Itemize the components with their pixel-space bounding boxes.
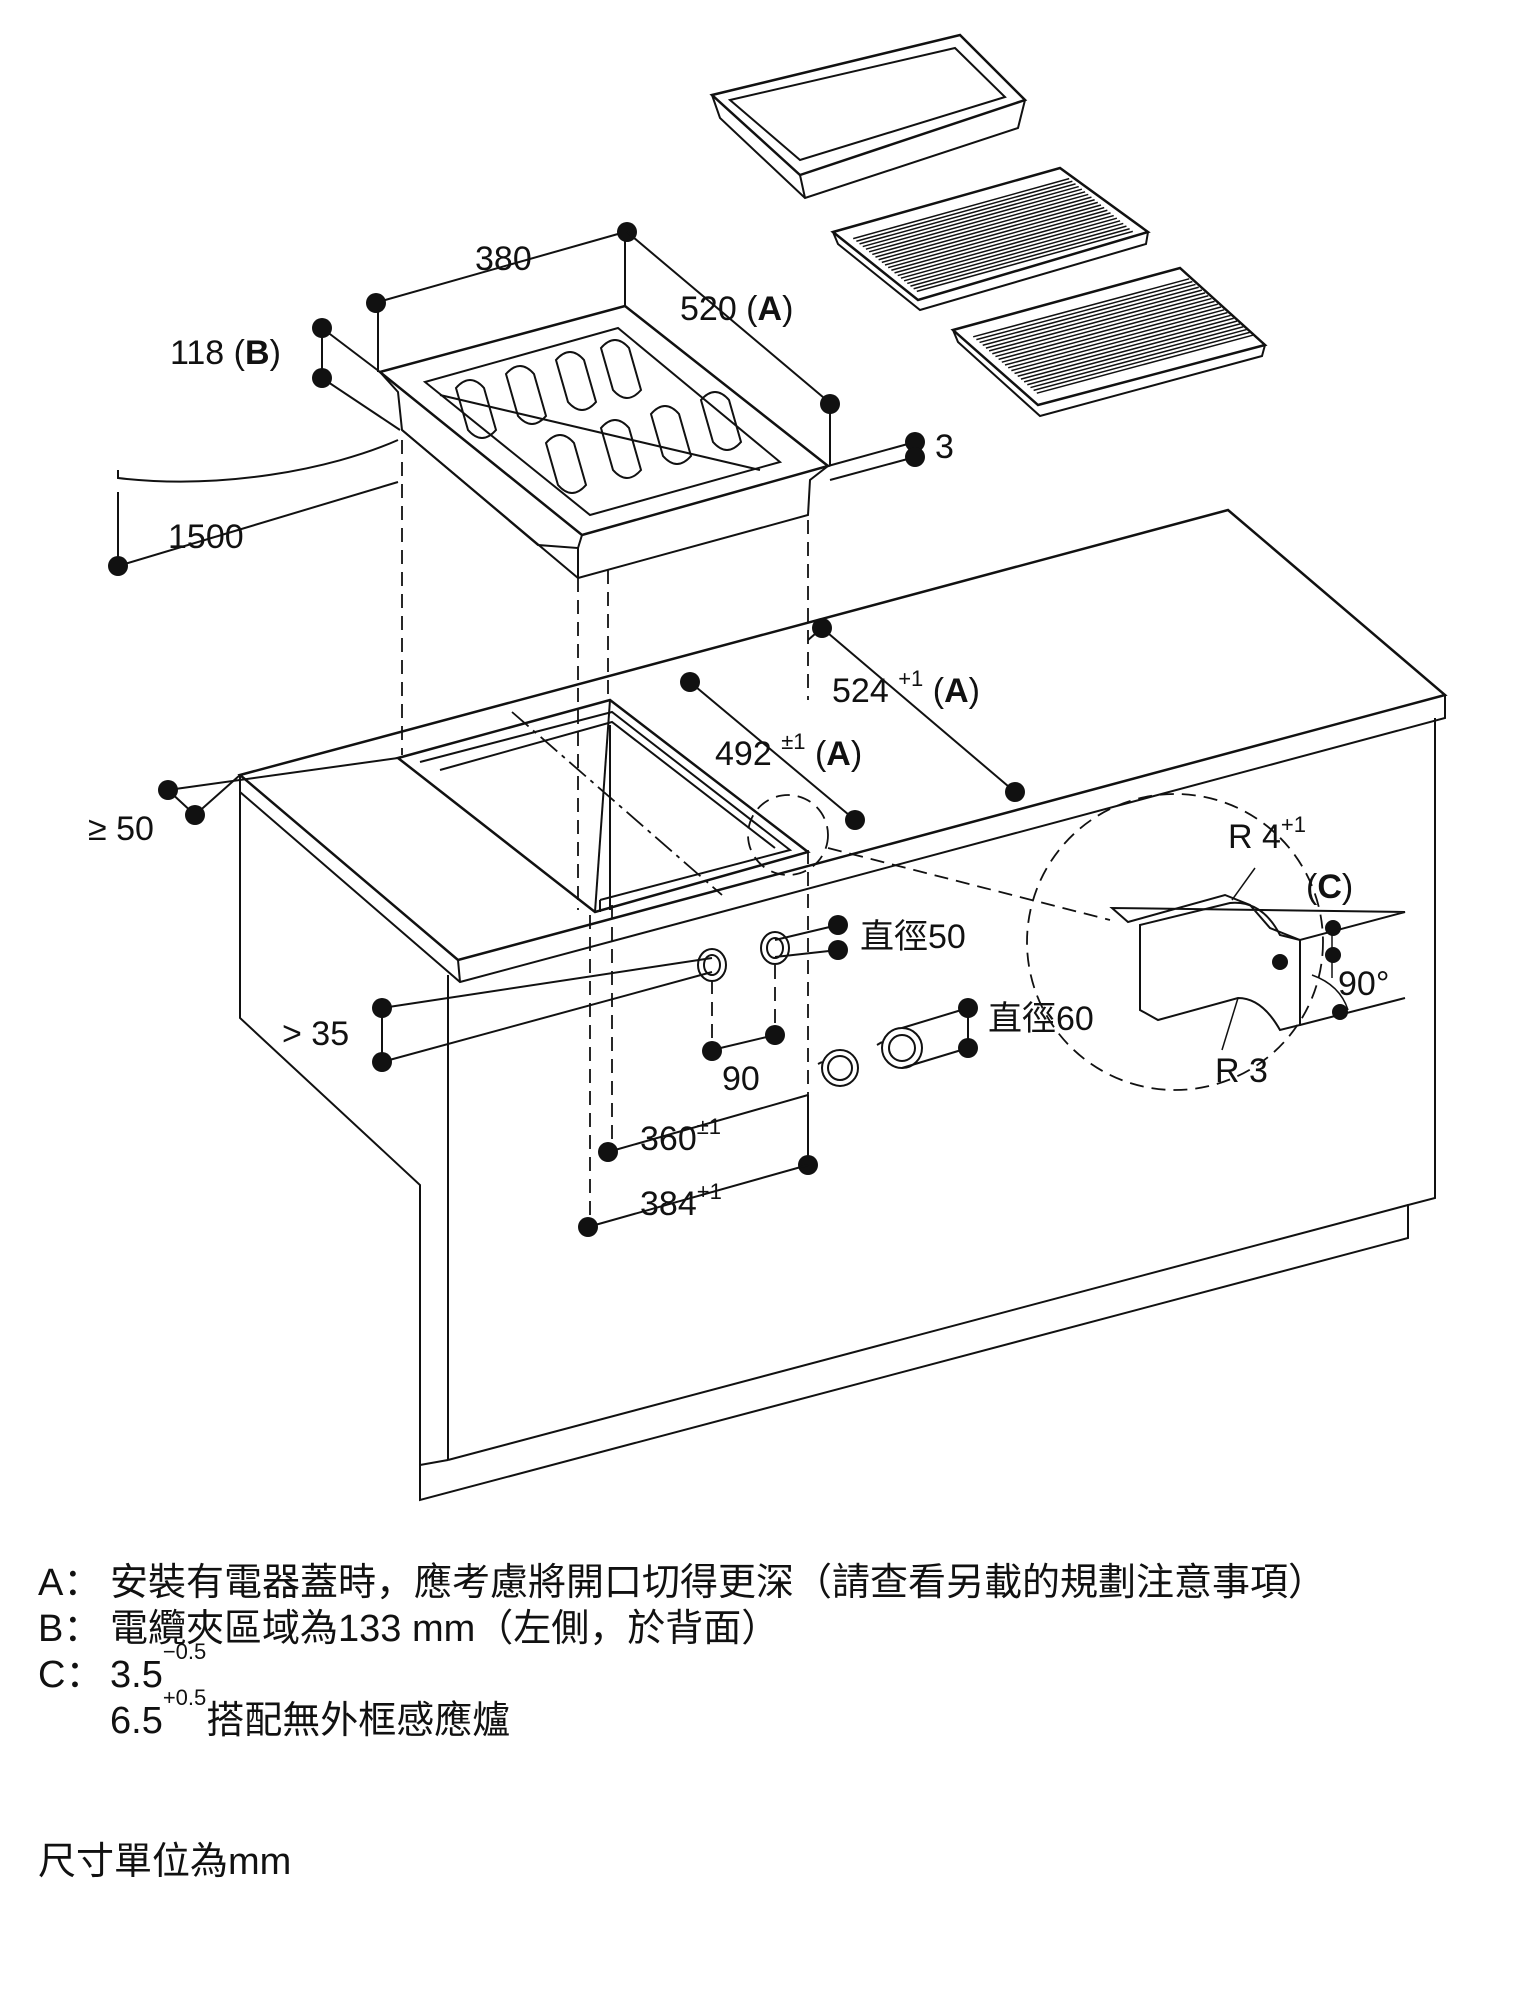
dim-524: 524 +1 (A): [832, 666, 980, 710]
note-a-key: A：: [38, 1562, 102, 1604]
dim-min-35: > 35: [282, 1015, 349, 1053]
dim-380: 380: [475, 240, 532, 278]
grill-plate-1: [830, 166, 1151, 312]
grill-plate-2: [950, 266, 1268, 418]
detail-c-label: (C): [1306, 868, 1353, 906]
dim-360: 360±1: [640, 1114, 721, 1158]
dim-520: 520 (A): [680, 290, 793, 328]
projection-lines: [401, 440, 1111, 1230]
edge-detail: [1026, 793, 1406, 1091]
note-c-tol-2: +0.5: [162, 1685, 207, 1710]
unit-note: 尺寸單位為mm: [38, 1841, 292, 1883]
note-a: A： 安裝有電器蓋時，應考慮將開口切得更深（請查看另載的規劃注意事項）: [38, 1560, 1498, 1606]
dim-384: 384+1: [640, 1179, 722, 1223]
installation-diagram: 380 520 (A) 118 (B) 3 1500 524 +1 (A) 49…: [88, 33, 1448, 1502]
note-c: C： 3.5−0.5: [38, 1639, 1498, 1698]
dimension-lines: [108, 222, 1348, 1237]
note-c-text-2: 搭配無外框感應爐: [206, 1700, 511, 1742]
note-c-key: C：: [38, 1654, 104, 1696]
notes: A： 安裝有電器蓋時，應考慮將開口切得更深（請查看另載的規劃注意事項） B： 電…: [38, 1560, 1498, 1744]
note-b-key: B：: [38, 1608, 102, 1650]
dim-diameter-60: 直徑60: [988, 1000, 1094, 1038]
note-c-tol-1: −0.5: [162, 1639, 207, 1664]
dim-90: 90: [722, 1060, 760, 1098]
dim-492: 492 ±1 (A): [715, 729, 862, 773]
detail-angle-90: 90°: [1338, 965, 1389, 1003]
dim-min-50: ≥ 50: [88, 810, 154, 848]
cabinet: [237, 508, 1448, 1502]
dim-1500: 1500: [168, 518, 244, 556]
note-a-text: 安裝有電器蓋時，應考慮將開口切得更深（請查看另載的規劃注意事項）: [110, 1562, 1327, 1604]
note-c-value-1: 3.5: [110, 1654, 163, 1696]
dim-118: 118 (B): [170, 334, 281, 372]
detail-r4: R 4+1: [1228, 812, 1306, 856]
dim-diameter-50: 直徑50: [860, 918, 966, 956]
note-b-text: 電纜夾區域為133 mm（左側，於背面）: [110, 1608, 780, 1650]
detail-r3: R 3: [1215, 1052, 1268, 1090]
note-b: B： 電纜夾區域為133 mm（左側，於背面）: [38, 1606, 1498, 1652]
dim-3: 3: [935, 428, 954, 466]
note-c-value-2: 6.5: [110, 1700, 163, 1742]
accessory-tray: [709, 33, 1028, 200]
